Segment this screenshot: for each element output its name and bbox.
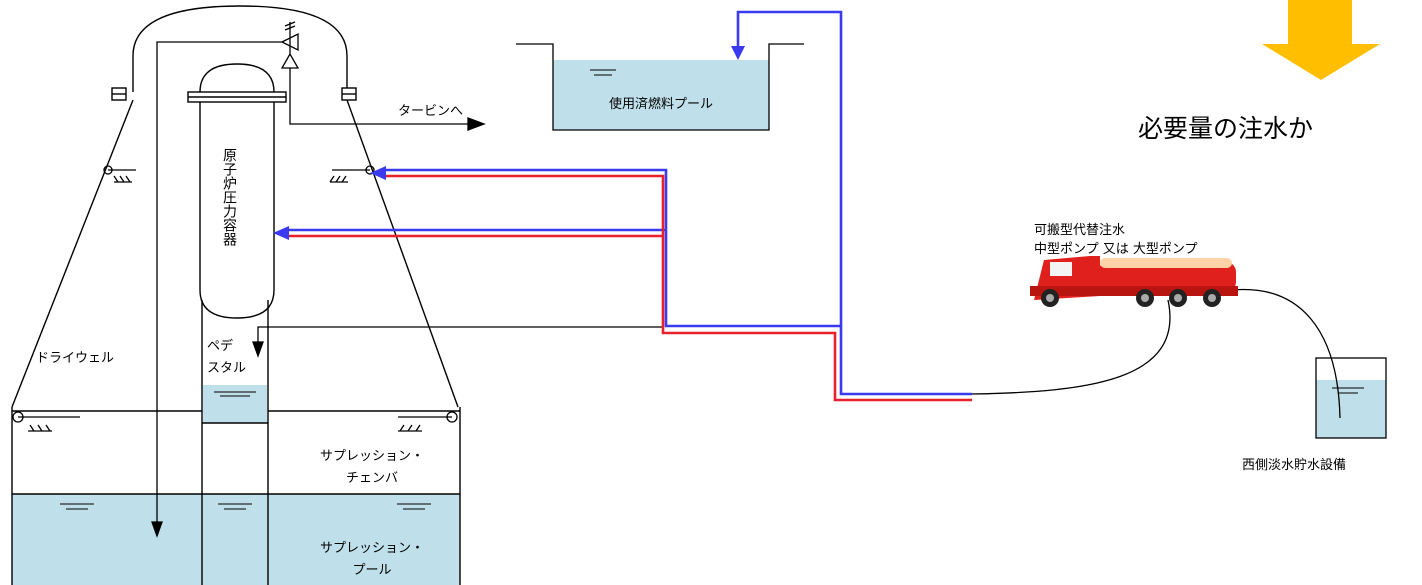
label-tank: 西側淡水貯水設備 (1242, 457, 1346, 473)
label-sp-1: サプレッション・ (320, 541, 424, 556)
fire-truck-icon (1030, 256, 1238, 307)
pedestal-injection-line (252, 326, 664, 358)
label-spent-fuel-pool: 使用済燃料プール (609, 96, 713, 112)
relief-valve-icon (280, 21, 300, 69)
label-pedestal-2: スタル (207, 361, 246, 376)
containment-vessel (11, 5, 461, 585)
srv-discharge-line (151, 41, 282, 538)
label-sc-2: チェンバ (346, 471, 398, 486)
suction-hose (971, 288, 1341, 419)
label-pedestal-1: ペデ (207, 338, 233, 354)
tank-water (1316, 380, 1386, 438)
main-steam-line (289, 68, 486, 131)
headline: 必要量の注水か (1138, 114, 1313, 143)
label-sp-2: プール (352, 563, 391, 578)
label-sc-1: サプレッション・ (320, 449, 424, 464)
spray-header-icon (12, 165, 458, 432)
spent-fuel-pool-water (553, 60, 769, 130)
label-drywell: ドライウェル (36, 351, 114, 366)
label-pump-2: 中型ポンプ 又は 大型ポンプ (1034, 242, 1198, 257)
water-level-marks (60, 69, 1364, 510)
down-arrow-icon (1262, 0, 1380, 80)
injection-lines (273, 10, 972, 402)
spent-fuel-pool (516, 43, 804, 131)
label-rpv: 原子炉圧力容器 (221, 148, 237, 246)
pedestal-water (203, 385, 267, 423)
label-to-turbine: タービンへ (398, 104, 463, 119)
reactor-pressure-vessel (187, 63, 287, 319)
suppression-pool-water (12, 494, 460, 585)
freshwater-tank (1315, 357, 1387, 439)
label-pump-1: 可搬型代替注水 (1034, 223, 1125, 238)
